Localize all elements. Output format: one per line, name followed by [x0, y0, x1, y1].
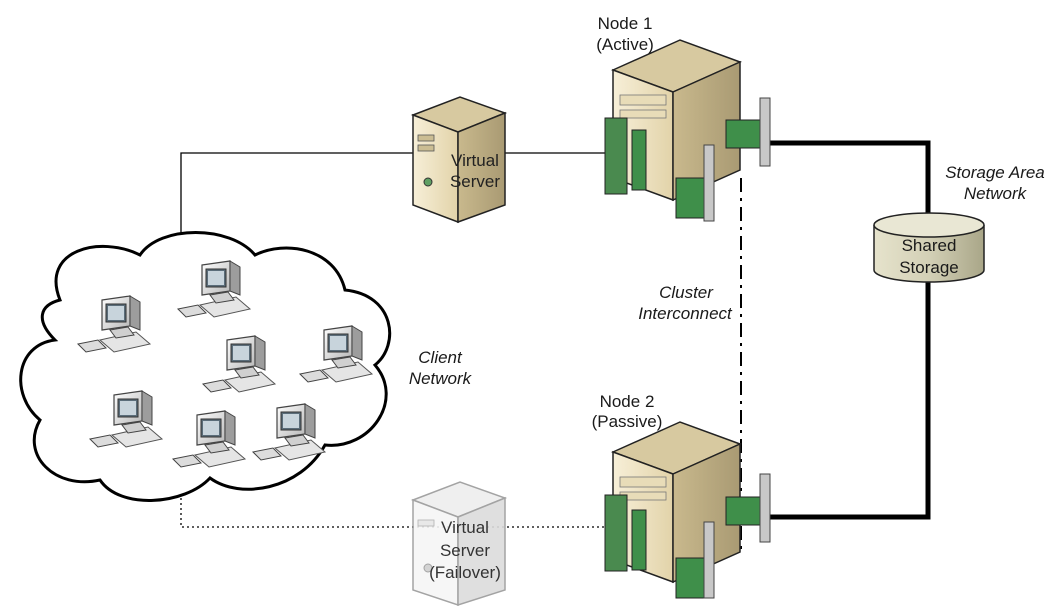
node2-server-icon [604, 421, 771, 599]
failover-server-line2: Server [439, 541, 491, 560]
virtual-server-line2: Server [449, 172, 501, 191]
shared-storage-line2: Storage [899, 258, 959, 277]
shared-storage-icon [873, 212, 985, 283]
virtual-server-line1: Virtual [451, 151, 499, 170]
san-label-line1: Storage Area [945, 163, 1045, 182]
cluster-label-line1: Cluster [659, 283, 713, 302]
shared-storage-line1: Shared [901, 236, 957, 255]
client-link-line [180, 152, 614, 244]
virtual-server-icon [410, 96, 508, 224]
failover-server-line1: Virtual [441, 518, 489, 537]
node1-role: (Active) [596, 35, 654, 54]
failover-server-line3: (Failover) [429, 563, 501, 582]
node2-role: (Passive) [591, 412, 663, 431]
node2-name: Node 2 [599, 392, 655, 411]
client-network-line1: Client [418, 348, 462, 367]
san-line [767, 140, 931, 520]
node1-name: Node 1 [597, 14, 653, 33]
client-network-line2: Network [408, 369, 472, 388]
failover-link-line [180, 488, 620, 528]
node1-server-icon [604, 39, 771, 222]
failover-server-icon [410, 481, 508, 607]
san-label-line2: Network [963, 184, 1027, 203]
cluster-label-line2: Interconnect [638, 304, 732, 323]
